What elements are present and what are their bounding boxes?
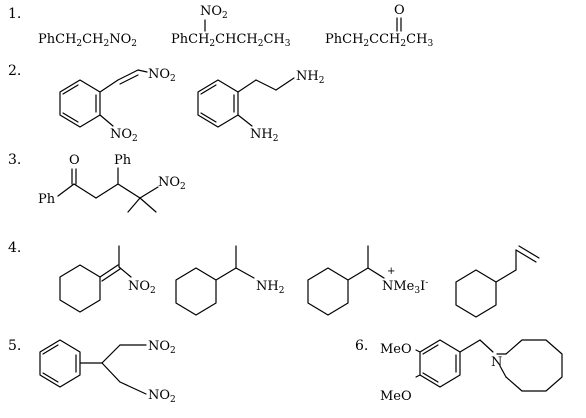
formula-text: PhCH2CH2NO2 xyxy=(38,32,137,49)
compound-6: MeO MeO N xyxy=(380,339,563,404)
item-number-3: 3. xyxy=(8,152,21,168)
bond xyxy=(367,267,385,279)
bond xyxy=(495,269,517,283)
formula-text: PhCH2CCH2CH3 xyxy=(325,32,433,49)
item-number-2: 2. xyxy=(8,63,21,79)
cyclohexane-ring xyxy=(175,267,217,316)
methoxy-label: MeO xyxy=(380,342,412,357)
phenyl-label: Ph xyxy=(114,153,132,168)
nitro-label: NO2 xyxy=(110,127,138,144)
plus-charge: + xyxy=(387,266,395,277)
nitro-substituent: NO2 xyxy=(200,4,228,21)
bond xyxy=(119,381,147,395)
phenyl-label: Ph xyxy=(38,192,56,207)
benzene-ring xyxy=(39,339,81,388)
cyclohexane-ring xyxy=(455,269,497,318)
compound-4c: NMe3I- + xyxy=(307,245,428,316)
piperidine-nitrogen: N xyxy=(491,355,502,370)
compound-1a: PhCH2CH2NO2 xyxy=(38,32,137,49)
benzene-ring xyxy=(197,79,239,128)
compound-1b: NO2 PhCH2CHCH2CH3 xyxy=(171,4,291,49)
compound-1c: O PhCH2CCH2CH3 xyxy=(325,3,433,49)
double-bond xyxy=(117,69,139,81)
compound-3: O Ph Ph NO2 xyxy=(38,153,186,213)
bond xyxy=(235,267,255,279)
bond xyxy=(117,183,141,199)
cyclohexane-ring xyxy=(307,267,349,316)
bond xyxy=(99,114,114,127)
compound-4b: NH2 xyxy=(175,245,284,316)
bond xyxy=(139,186,159,199)
bond xyxy=(237,79,257,93)
amine-label: NH2 xyxy=(250,127,278,144)
methyl xyxy=(127,197,141,213)
bond xyxy=(459,339,481,353)
nitro-label: NO2 xyxy=(148,67,176,84)
bond xyxy=(479,339,494,353)
double-bond xyxy=(515,249,537,263)
compound-4d xyxy=(455,245,540,318)
bond xyxy=(101,344,121,364)
methyl xyxy=(139,197,157,213)
bond xyxy=(118,266,132,278)
benzene-ring xyxy=(59,79,101,128)
item-number-4: 4. xyxy=(8,240,21,256)
ammonium-label: NMe3I- xyxy=(382,278,428,296)
item-number-5: 5. xyxy=(8,338,21,354)
bond xyxy=(275,77,295,91)
benzene-ring xyxy=(419,339,461,388)
cyclohexane-ring xyxy=(59,264,101,313)
bond xyxy=(415,374,421,378)
amine-label: NH2 xyxy=(296,69,324,86)
bond xyxy=(99,79,119,93)
nitro-label: NO2 xyxy=(148,388,176,405)
bond xyxy=(237,114,253,127)
bond xyxy=(415,349,421,353)
compound-5: NO2 NO2 xyxy=(39,339,176,405)
bond xyxy=(73,183,97,199)
methoxy-label: MeO xyxy=(380,389,412,404)
double-bond xyxy=(99,264,119,278)
compound-2b: NH2 NH2 xyxy=(197,69,324,144)
bond xyxy=(347,267,369,281)
item-number-6: 6. xyxy=(355,338,368,354)
bond xyxy=(255,79,277,91)
compound-4a: NO2 xyxy=(59,245,156,313)
carbonyl-oxygen: O xyxy=(394,3,405,18)
carbonyl-oxygen: O xyxy=(69,153,80,168)
bond xyxy=(215,267,237,281)
piperidine-ring xyxy=(505,339,563,392)
bond xyxy=(57,183,75,197)
amine-label: NH2 xyxy=(256,279,284,296)
nitro-label: NO2 xyxy=(148,339,176,356)
nitro-label: NO2 xyxy=(158,175,186,192)
compound-2a: NO2 NO2 xyxy=(59,67,176,144)
item-number-1: 1. xyxy=(8,6,21,22)
bond xyxy=(101,362,121,383)
bond xyxy=(95,183,119,199)
formula-text: PhCH2CHCH2CH3 xyxy=(171,32,291,49)
bond xyxy=(137,69,148,73)
nitro-label: NO2 xyxy=(128,279,156,296)
